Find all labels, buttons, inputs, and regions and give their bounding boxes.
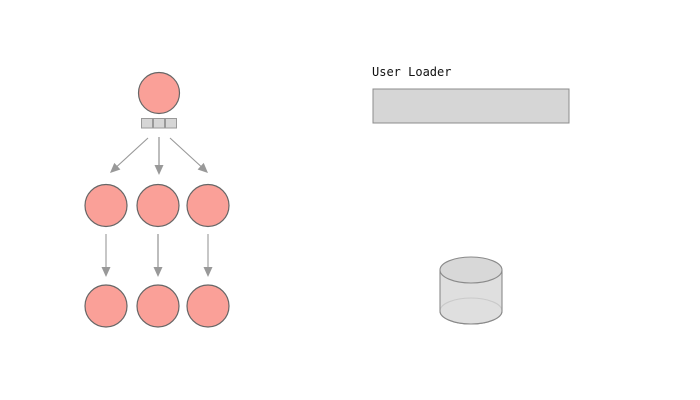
buffer-slot bbox=[165, 118, 177, 129]
worker-node-circle bbox=[186, 183, 230, 228]
middle-row-nodes bbox=[84, 183, 230, 228]
output-node-circle bbox=[186, 284, 230, 328]
arrow-head bbox=[110, 162, 121, 173]
worker-node-circle bbox=[84, 183, 128, 228]
fan-out-arrows bbox=[110, 137, 208, 175]
user-loader-bar bbox=[372, 88, 570, 124]
fan-out-tree bbox=[84, 71, 230, 328]
arrow-line bbox=[169, 137, 207, 172]
cylinder-front-arc bbox=[439, 310, 503, 325]
arrow-head bbox=[203, 267, 213, 277]
vertical-arrows bbox=[101, 234, 213, 277]
output-node-circle bbox=[136, 284, 180, 328]
arrow-line bbox=[111, 137, 149, 172]
buffer-slot bbox=[153, 118, 165, 129]
user-loader-group bbox=[372, 88, 570, 124]
buffer-queue bbox=[141, 118, 177, 129]
output-node-circle bbox=[84, 284, 128, 328]
arrow-head bbox=[101, 267, 111, 277]
database-cylinder bbox=[439, 256, 503, 325]
user-loader-label: User Loader bbox=[372, 65, 452, 79]
worker-node-circle bbox=[136, 183, 180, 228]
arrow-head bbox=[197, 162, 208, 173]
bottom-row-nodes bbox=[84, 284, 230, 328]
buffer-slot bbox=[141, 118, 153, 129]
cylinder-top-ellipse bbox=[439, 256, 503, 284]
cylinder-body bbox=[440, 270, 502, 324]
source-node-circle bbox=[137, 71, 181, 115]
arrow-head bbox=[154, 165, 164, 175]
arrow-head bbox=[153, 267, 163, 277]
